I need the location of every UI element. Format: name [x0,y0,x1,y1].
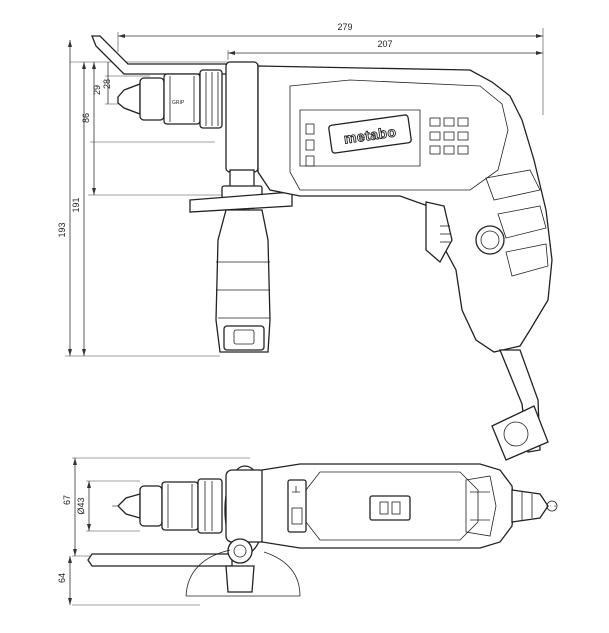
dim-d43-label: Ø43 [76,497,86,514]
power-cable [491,349,549,461]
dim-191-label: 191 [71,197,81,212]
side-handle-top [87,465,301,597]
dim-86-label: 86 [81,113,91,123]
dim-64-label: 64 [57,573,67,583]
switch-block [369,495,411,521]
dim-67-label: 67 [62,495,72,505]
drill-chuck-top [117,478,223,534]
top-view: 67 Ø43 64 [57,457,558,606]
drill-chuck: GRIP [117,69,223,129]
overall-length-label: 279 [337,22,352,32]
body-length-label: 207 [377,39,392,49]
drill-body-side: metabo [257,65,553,353]
dim-28-label: 28 [102,79,112,89]
drill-body-top [261,463,558,549]
dimension-verticals: 29 28 86 191 193 [57,40,230,357]
dim-29-label: 29 [92,85,102,95]
svg-text:GRIP: GRIP [172,100,185,106]
depth-stop-rod [91,35,233,75]
dimension-body-length: 207 [227,39,543,60]
side-view: 279 207 29 28 86 [57,22,553,461]
side-handle-assembly [189,61,293,353]
dimension-overall-length: 279 [117,22,544,115]
dim-193-label: 193 [57,222,67,237]
